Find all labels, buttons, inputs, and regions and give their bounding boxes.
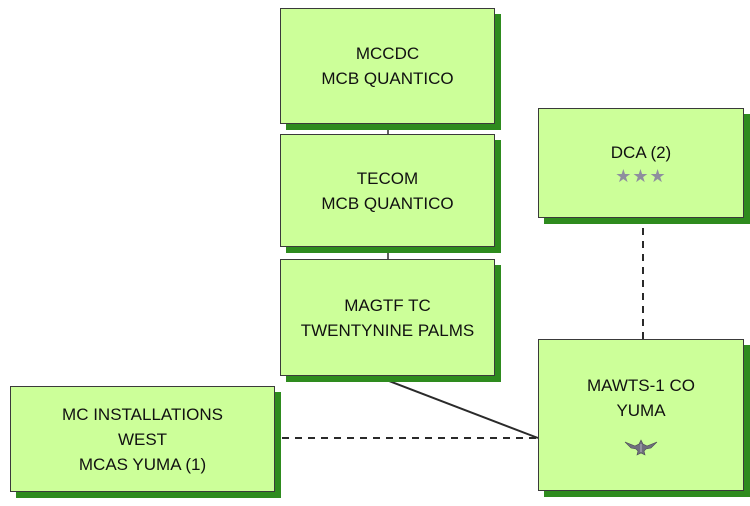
node-label-line: TWENTYNINE PALMS (300, 320, 475, 340)
node-label-line: MAGTF TC (344, 295, 431, 315)
node-label-line: YUMA (616, 401, 666, 420)
eagle-rank-icon (624, 439, 658, 456)
node-label-line: MCAS YUMA (1) (78, 454, 207, 474)
node-label-line: DCA (2) (610, 142, 672, 162)
node-label-line: TECOM (356, 168, 419, 188)
node-label-line: WEST (117, 429, 168, 449)
node-label-line: MAWTS-1 CO (587, 376, 695, 395)
org-node-mccdc: MCCDC MCB QUANTICO (280, 8, 495, 124)
org-node-magtf: MAGTF TC TWENTYNINE PALMS (280, 259, 495, 376)
node-label-line: MCCDC (355, 44, 420, 63)
connector-magtf-mawts (375, 375, 539, 439)
org-node-mawts: MAWTS-1 CO YUMA (538, 339, 744, 491)
org-node-dca: DCA (2) ★★★ (538, 108, 744, 218)
node-label-line: MC INSTALLATIONS (62, 404, 223, 424)
org-node-mc-installations-west: MC INSTALLATIONS WEST MCAS YUMA (1) (10, 386, 275, 492)
node-label-line: MCB QUANTICO (321, 193, 454, 213)
three-star-rank-icon: ★★★ (615, 165, 667, 186)
org-node-tecom: TECOM MCB QUANTICO (280, 134, 495, 247)
node-label-line: MCB QUANTICO (321, 69, 454, 88)
